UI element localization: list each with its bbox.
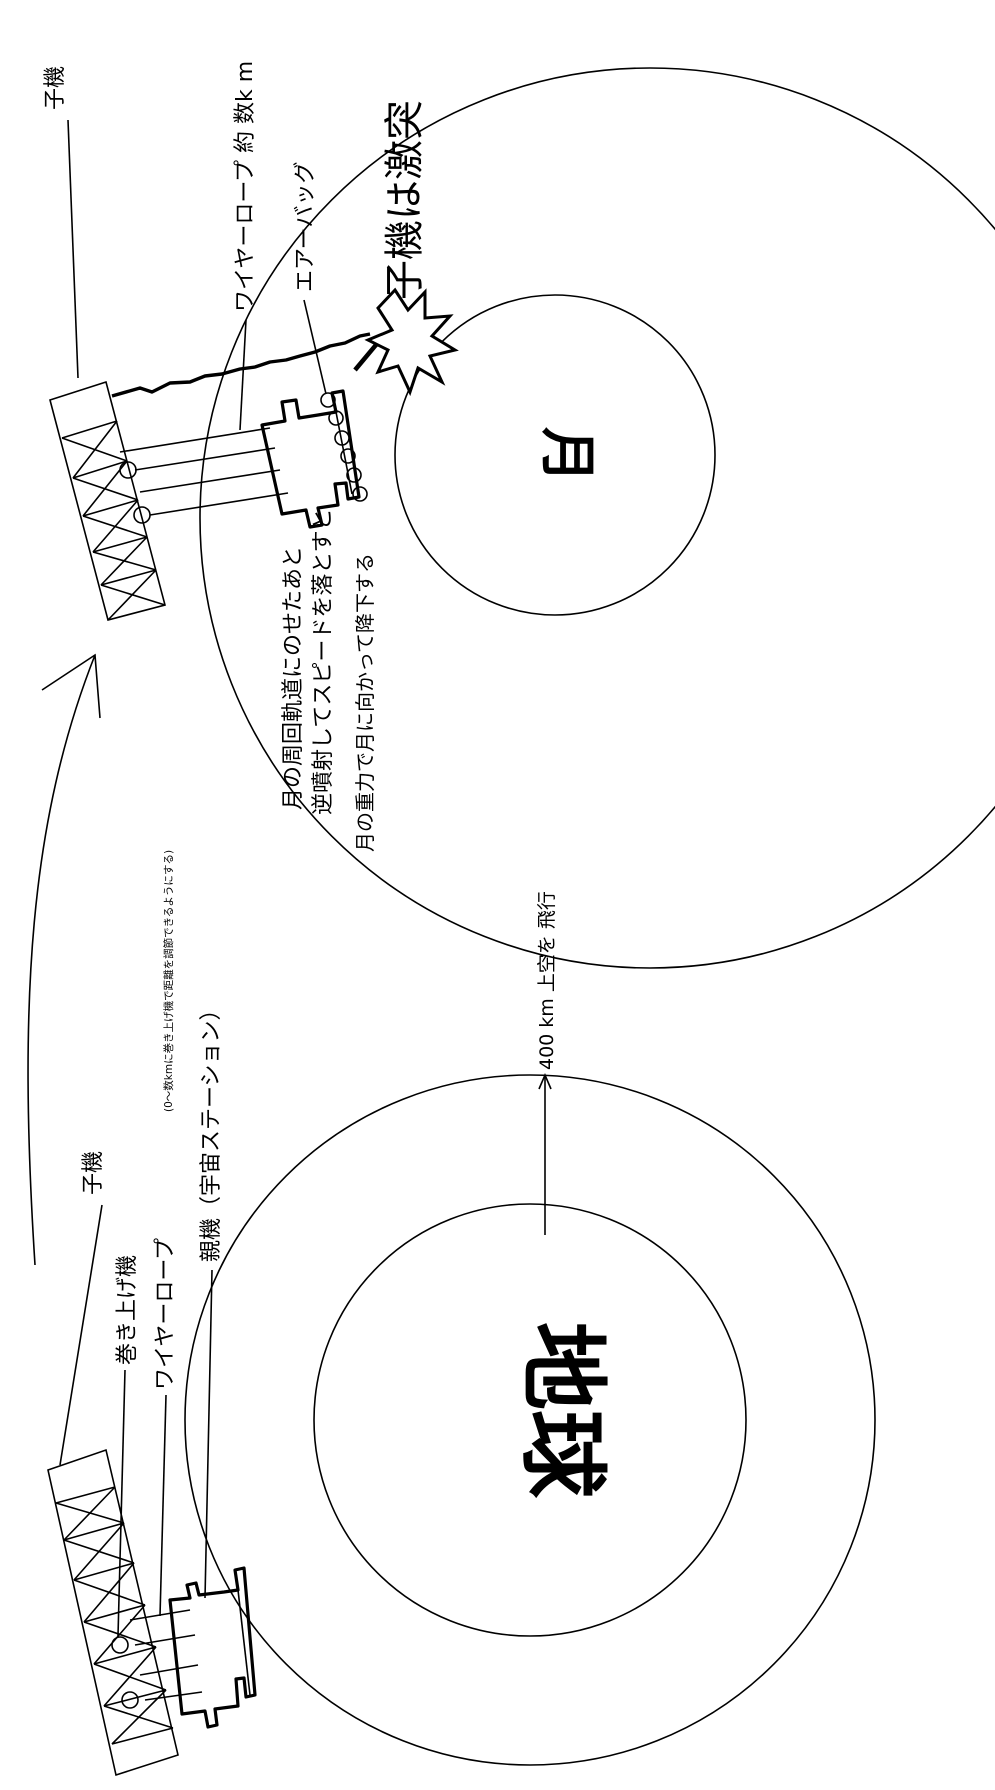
earth-child-craft [47, 1448, 179, 1777]
earth-child-leader [59, 1204, 103, 1466]
moon-child-label: 子機 [43, 66, 68, 110]
altitude-arrowhead [538, 1072, 552, 1090]
moon-wire-leader [239, 319, 247, 431]
moon-airbags [320, 392, 368, 502]
step2-label: 逆噴射してスピードを落とすと [311, 508, 336, 815]
moon-circle [394, 294, 716, 616]
earth-winch-leader [117, 1369, 126, 1637]
earth-orbit-circle [184, 1074, 876, 1766]
moon-impact-rope [111, 332, 371, 398]
earth-parent-label: 親機（宇宙ステーション） [199, 998, 224, 1262]
moon-wire-label: ワイヤーロープ 約 数k m [233, 61, 258, 312]
earth-circle [313, 1203, 747, 1637]
step3-label: 月の重力で月に向かって降下する [353, 553, 377, 852]
earth-winch-label: 巻き上げ機 [115, 1255, 140, 1365]
earth-wire-leader [159, 1394, 167, 1617]
moon-orbit-circle [199, 67, 995, 969]
moon-airbag-leader [303, 299, 327, 395]
earth-winch-2 [121, 1691, 139, 1709]
moon-child-leader [67, 119, 79, 379]
step1-label: 月の周回軌道にのせたあと [281, 546, 306, 810]
earth-parent-station [168, 1566, 257, 1729]
moon-airbag-label: エアーバッグ [293, 162, 318, 292]
earth-winch-1 [111, 1636, 129, 1654]
earth-wire-label: ワイヤーロープ [153, 1238, 178, 1390]
travel-arrowhead [41, 653, 101, 719]
altitude-label: 400 km 上空を 飛行 [536, 891, 558, 1070]
impact-burst-icon [364, 287, 459, 397]
earth-parent-station-edge [237, 1589, 251, 1696]
earth-wire-ropes [129, 1609, 203, 1701]
earth-child-label: 子機 [81, 1151, 106, 1195]
earth-label: 地球 [511, 1322, 614, 1499]
earth-parent-leader [204, 1269, 213, 1599]
travel-arrow-curve [27, 654, 96, 1266]
impact-label: 子機は激突 [382, 100, 428, 300]
moon-child-craft [49, 380, 166, 621]
moon-wire-ropes [119, 427, 289, 516]
earth-wire-note: (0～数kmに巻き上げ機で距離を調節できるようにする) [162, 850, 175, 1112]
moon-label: 月 [534, 427, 599, 483]
